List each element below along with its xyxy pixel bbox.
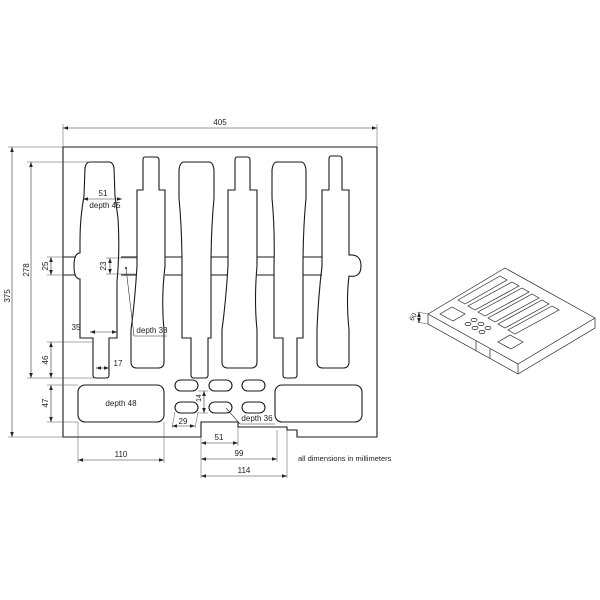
iso-thickness-60: 60 (409, 312, 419, 322)
dim-47: 47 (41, 398, 50, 407)
units-note: all dimensions in millimeters (298, 454, 392, 463)
dim-110: 110 (115, 450, 128, 459)
left-pocket (77, 384, 165, 423)
dim-height-375: 375 (3, 289, 12, 303)
dim-tool1-width: 51 (99, 189, 108, 198)
tool2-depth-label: depth 38 (136, 326, 168, 335)
dim-width-405: 405 (213, 118, 227, 127)
tool-pocket-4 (221, 156, 258, 369)
dim-17: 17 (114, 359, 123, 368)
dim-height-278: 278 (22, 263, 31, 277)
dim-46: 46 (41, 355, 50, 364)
tray-outline (62, 146, 378, 438)
isometric-view: 60 (409, 267, 596, 375)
tool-pocket-1 (73, 161, 120, 379)
dim-35: 35 (72, 323, 81, 332)
dim-29: 29 (179, 417, 188, 426)
tool1-depth-label: depth 45 (89, 201, 121, 210)
slot-grid (174, 379, 266, 414)
dim-51-notch: 51 (215, 433, 224, 442)
right-pocket (274, 384, 363, 423)
dim-14: 14 (196, 394, 203, 402)
dim-23: 23 (99, 261, 108, 270)
slots-depth-label: depth 36 (241, 414, 273, 423)
cross-channel (63, 256, 322, 276)
dim-25: 25 (41, 261, 50, 270)
tool-pocket-2 (130, 156, 166, 369)
tool-pocket-5 (271, 161, 307, 379)
left-pocket-depth-label: depth 48 (105, 399, 137, 408)
dim-99: 99 (235, 449, 244, 458)
tool-pocket-3 (178, 161, 215, 379)
tool-pocket-6 (316, 155, 362, 369)
dim-114: 114 (238, 466, 251, 475)
